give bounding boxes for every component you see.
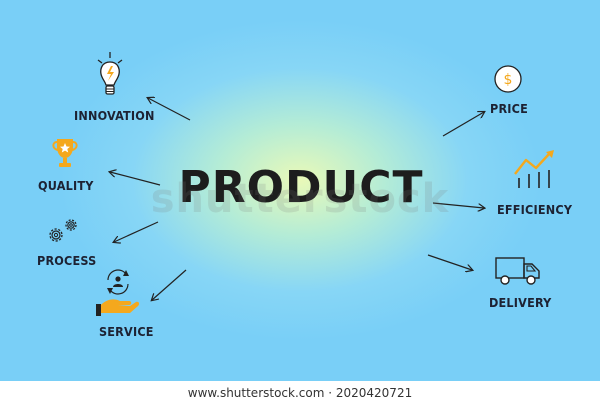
dollar-coin-icon: $ xyxy=(494,65,522,93)
arrow-to-quality xyxy=(110,172,161,186)
diagram-canvas: INNOVATION QUALITY PROCESS SERVICE $ PRI… xyxy=(0,0,600,381)
growth-chart-icon xyxy=(514,150,554,188)
price-label: PRICE xyxy=(490,101,529,116)
gears-icon xyxy=(49,219,77,242)
watermark-footer: www.shutterstock.com · 2020420721 xyxy=(0,381,600,404)
arrow-to-delivery xyxy=(427,254,472,270)
arrows-layer xyxy=(0,0,600,381)
watermark-footer-text: www.shutterstock.com · 2020420721 xyxy=(187,385,413,400)
hand-person-icon xyxy=(96,269,140,316)
delivery-label: DELIVERY xyxy=(489,295,552,310)
quality-label: QUALITY xyxy=(38,178,94,193)
center-title: PRODUCT xyxy=(178,162,424,213)
trophy-icon xyxy=(52,139,78,167)
process-label: PROCESS xyxy=(37,253,97,268)
arrow-to-process xyxy=(114,221,159,242)
efficiency-label: EFFICIENCY xyxy=(497,202,573,217)
lightbulb-icon xyxy=(97,52,123,95)
innovation-label: INNOVATION xyxy=(74,108,155,123)
arrow-to-service xyxy=(152,269,187,300)
arrow-to-efficiency xyxy=(432,202,484,208)
truck-icon xyxy=(495,257,540,285)
arrow-to-innovation xyxy=(148,98,191,121)
service-label: SERVICE xyxy=(99,324,154,339)
svg-text:$: $ xyxy=(504,72,513,88)
arrow-to-price xyxy=(442,112,484,137)
